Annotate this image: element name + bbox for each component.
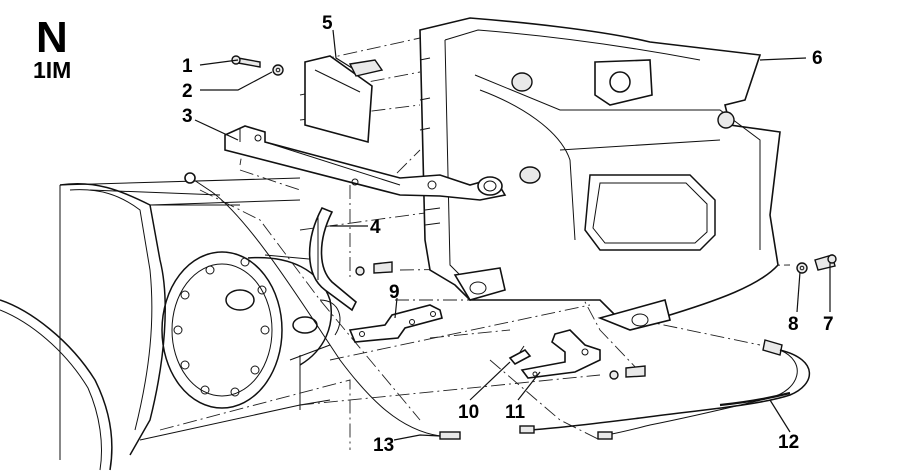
callout-5: 5 — [322, 13, 333, 34]
gearbox-housing — [0, 177, 341, 471]
callout-11: 11 — [505, 402, 526, 423]
long-bracket — [224, 125, 507, 201]
callout-9: 9 — [389, 282, 400, 303]
section-letter: N — [36, 13, 68, 62]
callout-13: 13 — [373, 435, 394, 456]
bolt-and-washer-lower — [609, 365, 646, 380]
callout-labels: 1 2 3 4 5 6 7 8 9 10 11 12 13 — [182, 13, 834, 456]
callout-8: 8 — [788, 314, 799, 335]
sensor-10 — [508, 345, 532, 366]
small-bracket — [348, 304, 443, 343]
callout-1: 1 — [182, 56, 193, 77]
callout-12: 12 — [778, 432, 799, 453]
callout-6: 6 — [812, 48, 823, 69]
side-cover-panel — [419, 17, 781, 331]
washer-2 — [272, 64, 284, 76]
sensor-cable — [519, 339, 811, 440]
callout-7: 7 — [823, 314, 834, 335]
screw-7 — [814, 254, 837, 271]
curved-shield — [308, 206, 357, 312]
callout-3: 3 — [182, 106, 193, 127]
screw-1 — [231, 55, 261, 68]
callout-leaders — [194, 29, 831, 441]
ring-terminal — [184, 172, 213, 193]
callout-4: 4 — [370, 217, 381, 238]
section-code: 1IM — [33, 57, 71, 83]
cover-plate — [304, 55, 384, 144]
bolt-and-washer-upper — [355, 261, 393, 276]
callout-10: 10 — [458, 402, 479, 423]
bracket-11 — [520, 329, 601, 379]
washer-8 — [796, 262, 808, 274]
callout-2: 2 — [182, 81, 193, 102]
